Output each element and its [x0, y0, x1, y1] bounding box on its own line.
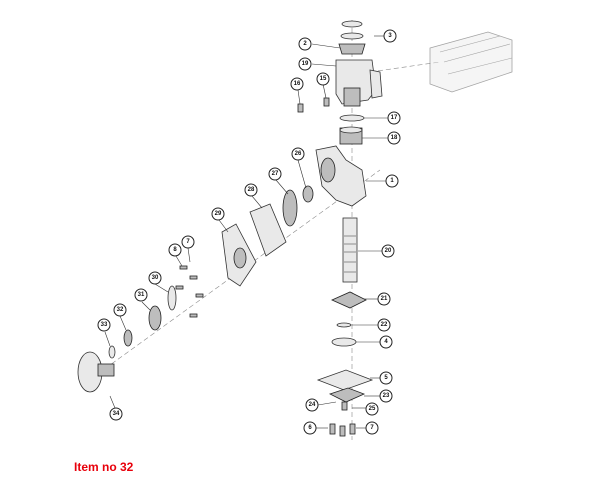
callout-6: 6 — [303, 421, 317, 435]
diagonal-assembly — [77, 185, 314, 393]
main-housing — [315, 145, 367, 207]
callout-25: 25 — [365, 402, 379, 416]
callout-31: 31 — [134, 288, 148, 302]
callout-26: 26 — [291, 147, 305, 161]
callout-18: 18 — [387, 131, 401, 145]
svg-text:30: 30 — [152, 275, 159, 281]
callout-33: 33 — [97, 318, 111, 332]
svg-text:34: 34 — [113, 411, 120, 417]
callout-32: 32 — [113, 303, 127, 317]
svg-text:20: 20 — [385, 248, 392, 254]
svg-text:32: 32 — [117, 307, 124, 313]
callout-5: 5 — [379, 371, 393, 385]
svg-text:24: 24 — [309, 402, 316, 408]
callout-3: 3 — [383, 29, 397, 43]
callout-27: 27 — [268, 167, 282, 181]
callout-4: 4 — [379, 335, 393, 349]
callout-22: 22 — [377, 318, 391, 332]
svg-text:21: 21 — [381, 296, 388, 302]
svg-text:5: 5 — [384, 375, 388, 381]
svg-text:7: 7 — [370, 425, 374, 431]
callout-20: 20 — [381, 244, 395, 258]
callout-23: 23 — [379, 389, 393, 403]
svg-text:33: 33 — [101, 322, 108, 328]
svg-text:1: 1 — [390, 178, 394, 184]
leader-lines — [104, 35, 388, 429]
svg-text:25: 25 — [369, 406, 376, 412]
svg-text:17: 17 — [391, 115, 398, 121]
callout-16: 16 — [290, 77, 304, 91]
tube-housing — [429, 31, 513, 93]
svg-text:3: 3 — [388, 33, 392, 39]
small-screws — [175, 265, 204, 318]
svg-text:6: 6 — [308, 425, 312, 431]
top-assembly — [297, 20, 383, 145]
callout-8: 8 — [168, 243, 182, 257]
axis-upper — [369, 61, 441, 73]
svg-text:29: 29 — [215, 211, 222, 217]
svg-text:28: 28 — [248, 187, 255, 193]
svg-text:23: 23 — [383, 393, 390, 399]
lower-assembly — [316, 291, 374, 437]
item-caption: Item no 32 — [74, 460, 134, 474]
callout-7-bottom: 7 — [365, 421, 379, 435]
svg-text:16: 16 — [294, 81, 301, 87]
svg-text:8: 8 — [173, 247, 177, 253]
svg-text:7: 7 — [186, 239, 190, 245]
svg-text:31: 31 — [138, 292, 145, 298]
drive-shaft — [342, 217, 358, 283]
svg-text:18: 18 — [391, 135, 398, 141]
callout-7-left: 7 — [181, 235, 195, 249]
svg-text:26: 26 — [295, 151, 302, 157]
callout-24: 24 — [305, 398, 319, 412]
svg-text:27: 27 — [272, 171, 279, 177]
svg-text:15: 15 — [320, 76, 327, 82]
svg-text:22: 22 — [381, 322, 388, 328]
callout-34: 34 — [109, 407, 123, 421]
callout-28: 28 — [244, 183, 258, 197]
svg-text:19: 19 — [302, 61, 309, 67]
callout-1: 1 — [385, 174, 399, 188]
callout-19: 19 — [298, 57, 312, 71]
callout-15: 15 — [316, 72, 330, 86]
svg-text:2: 2 — [303, 41, 307, 47]
svg-text:4: 4 — [384, 339, 388, 345]
callout-21: 21 — [377, 292, 391, 306]
callout-29: 29 — [211, 207, 225, 221]
callout-30: 30 — [148, 271, 162, 285]
callout-17: 17 — [387, 111, 401, 125]
callout-2: 2 — [298, 37, 312, 51]
